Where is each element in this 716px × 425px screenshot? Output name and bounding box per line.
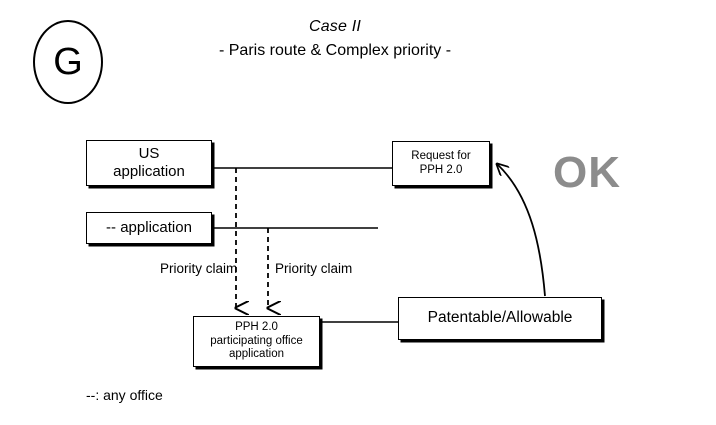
ok-stamp: OK	[553, 148, 621, 197]
node-pph-office-application-line2: participating office	[210, 334, 303, 347]
connector-patentable-to-request-curved	[497, 164, 546, 297]
title-block: Case II - Paris route & Complex priority…	[170, 18, 500, 60]
node-us-application-line2: application	[113, 163, 185, 180]
label-priority-claim-right-line2: claim	[320, 261, 353, 276]
label-priority-claim-right: Priority claim	[275, 261, 352, 277]
node-any-application: -- application	[86, 212, 212, 244]
node-request-pph-line2: PPH 2.0	[419, 163, 463, 176]
node-pph-office-application-line1: PPH 2.0	[235, 321, 278, 334]
label-priority-claim-left-line1: Priority	[160, 261, 203, 276]
node-request-pph: Request for PPH 2.0	[392, 141, 490, 186]
case-badge-letter: G	[53, 40, 83, 83]
legend-any-office: --: any office	[86, 387, 163, 403]
node-us-application-line1: US	[138, 145, 160, 163]
page-subtitle: - Paris route & Complex priority -	[218, 42, 452, 59]
node-request-pph-line1: Request for	[411, 149, 471, 162]
label-priority-claim-left-line2: claim	[205, 261, 238, 276]
node-patentable-allowable-line1: Patentable/Allowable	[427, 309, 573, 327]
node-patentable-allowable: Patentable/Allowable	[398, 297, 602, 340]
node-any-application-line1: -- application	[106, 219, 192, 237]
case-badge: G	[33, 20, 103, 104]
node-pph-office-application-line3: application	[229, 348, 284, 361]
page-title: Case II	[308, 18, 362, 35]
node-us-application: US application	[86, 140, 212, 186]
label-priority-claim-left: Priority claim	[160, 261, 237, 277]
node-pph-office-application: PPH 2.0 participating office application	[193, 316, 320, 367]
label-priority-claim-right-line1: Priority	[275, 261, 318, 276]
